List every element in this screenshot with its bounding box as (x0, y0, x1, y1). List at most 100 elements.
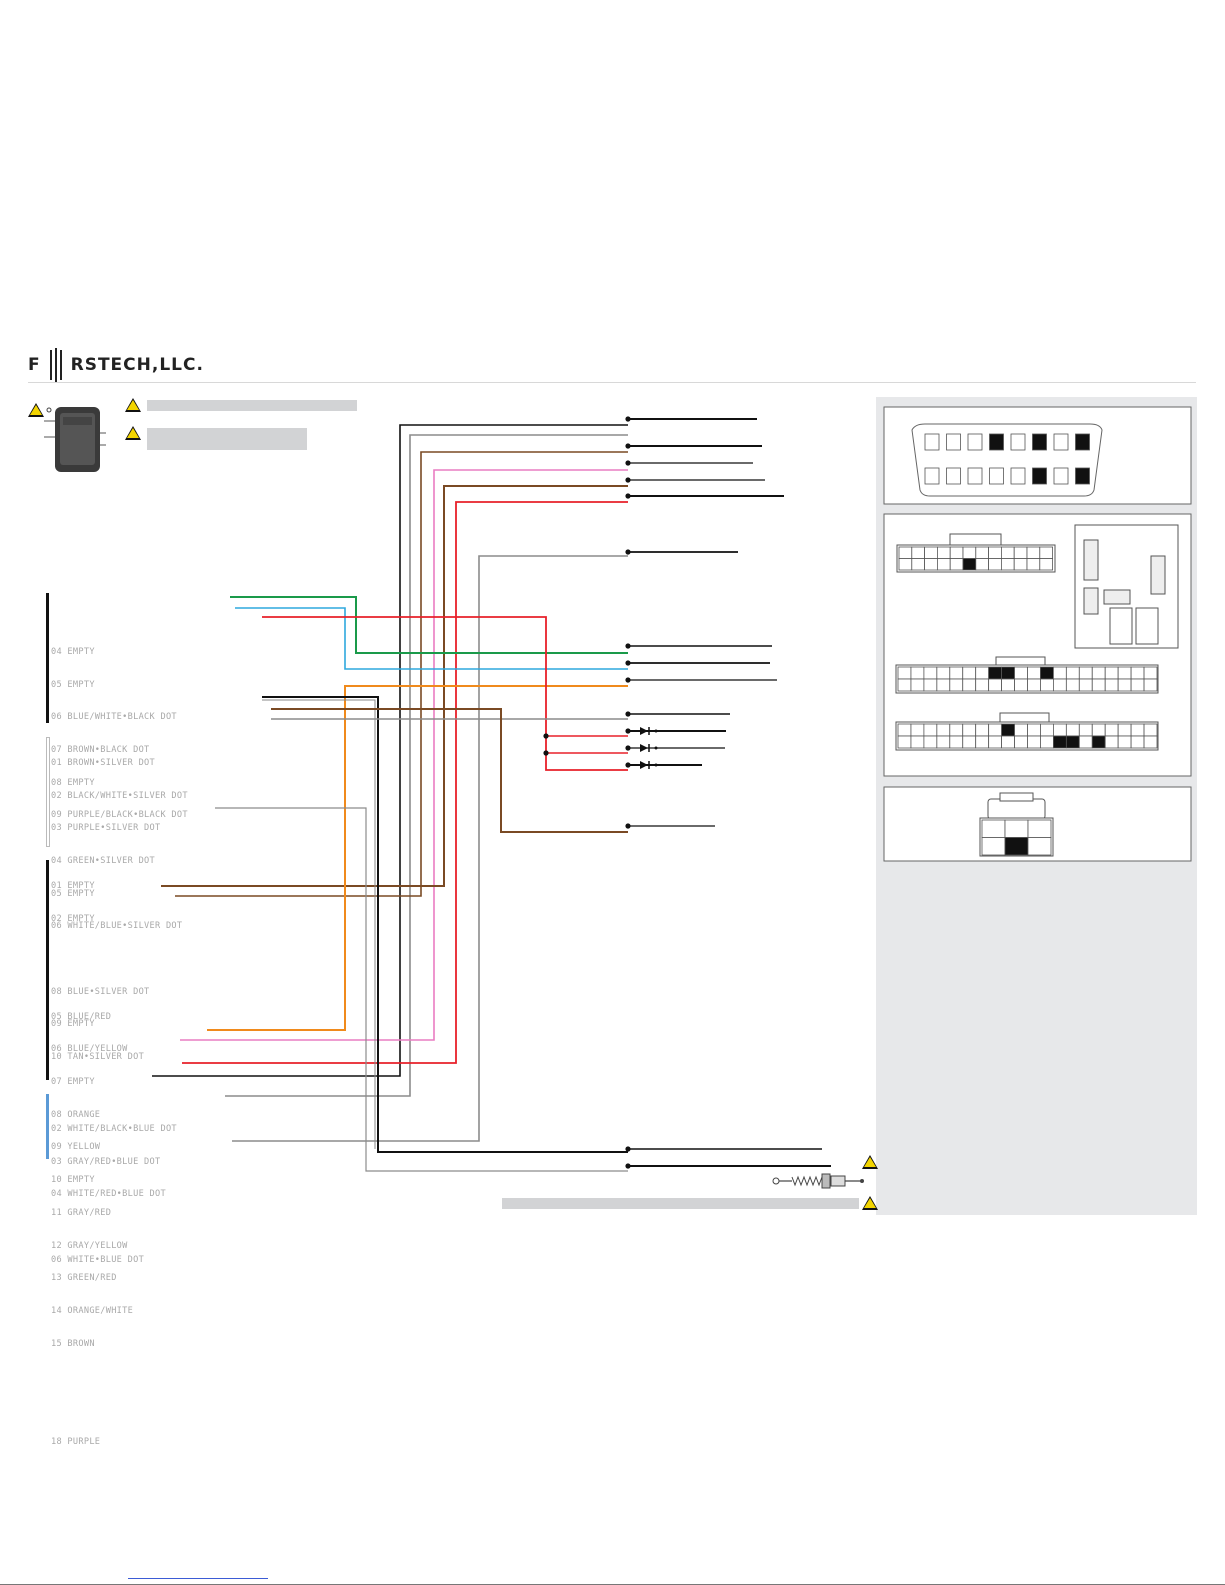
connector-pin (962, 723, 977, 737)
pin-label: 12 GRAY/YELLOW (51, 1240, 128, 1251)
pin-label: 01 BROWN•SILVER DOT (51, 757, 156, 768)
connector-pin (1053, 666, 1067, 680)
connector-pin (1053, 467, 1069, 485)
connector-pin (1091, 735, 1106, 749)
connector-pin (1032, 467, 1047, 485)
connector-pin (946, 467, 961, 485)
wire-black-2 (262, 696, 628, 1153)
connector-pin (1065, 666, 1080, 680)
connector-pin (975, 666, 990, 680)
connector-pin (1065, 735, 1080, 749)
connector-pin (1027, 837, 1052, 856)
connector-pin (1013, 558, 1028, 571)
wire-green-1 (230, 596, 628, 654)
header-rule (28, 382, 1196, 383)
connector-pin (1117, 666, 1132, 680)
connector-pin (988, 546, 1002, 559)
connector-pin (1001, 678, 1015, 692)
connector-pin (1014, 723, 1028, 737)
pin-label: 06 WHITE/BLUE•SILVER DOT (51, 921, 183, 932)
connector-pin (949, 735, 964, 749)
connector-pin (981, 837, 1006, 856)
pin-label: 08 BLUE•SILVER DOT (51, 986, 150, 997)
connector-pin (1130, 678, 1145, 692)
connector-pin (1027, 666, 1041, 680)
small-connector (883, 786, 1192, 862)
wire-gray-1 (225, 434, 628, 1097)
diode-icon (628, 727, 726, 735)
connector-pin (989, 433, 1004, 451)
connector-pin (1130, 735, 1145, 749)
brand-logo-left: F (28, 355, 41, 375)
warning-note-1-placeholder (147, 400, 357, 411)
connector-pin (962, 546, 977, 559)
connector-pin (897, 678, 912, 692)
connector-pin (962, 666, 977, 680)
connector-pin (1065, 678, 1080, 692)
connector-pin (1104, 723, 1119, 737)
connector-pin (898, 558, 913, 571)
connector-pin (1001, 735, 1015, 749)
connector-pin (975, 558, 989, 571)
warning-triangle-icon (28, 403, 44, 417)
connector-pin (1026, 558, 1041, 571)
connector-pin (989, 467, 1004, 485)
connector-pin (924, 433, 940, 451)
connector-pin (988, 666, 1003, 680)
connector-pin (1010, 467, 1026, 485)
connector-pin (1040, 678, 1054, 692)
connector-pin (923, 735, 938, 749)
connector-pin (911, 558, 925, 571)
fuse-box-connectors (883, 513, 1192, 777)
harness-3-bar (46, 860, 49, 1080)
connector-pin (897, 666, 912, 680)
connector-pin (1104, 735, 1119, 749)
connector-pin (975, 678, 990, 692)
connector-pin (898, 546, 913, 559)
brand-logo: F RSTECH,LLC. (28, 345, 204, 385)
pin-label: 10 TAN•SILVER DOT (51, 1052, 145, 1063)
wire-orange-1 (207, 685, 628, 1031)
connector-pin (967, 433, 983, 451)
wire-brown-1 (175, 451, 628, 897)
connector-pin (1117, 735, 1132, 749)
connector-pin (967, 467, 983, 485)
connector-pin (1091, 666, 1106, 680)
connector-pin (937, 546, 951, 559)
pin-label: 13 GREEN/RED (51, 1273, 117, 1284)
connector-pin (936, 723, 951, 737)
harness-2-bar (46, 737, 50, 847)
pin-label: 02 WHITE/BLACK•BLUE DOT (51, 1123, 177, 1134)
pin-label: 05 EMPTY (51, 679, 95, 690)
pin-label: 05 BLUE/RED (51, 1011, 112, 1022)
connector-pin (1001, 723, 1015, 737)
connector-pin (949, 723, 964, 737)
harness-4-pinlist: 02 WHITE/BLACK•BLUE DOT 03 GRAY/RED•BLUE… (51, 1102, 177, 1276)
connector-pin (1027, 819, 1052, 838)
connector-pin (1091, 678, 1106, 692)
obd-connector (883, 406, 1192, 505)
warning-triangle-icon (125, 426, 141, 440)
connector-pin (1117, 723, 1132, 737)
antenna-cable-icon (772, 1173, 864, 1189)
pin-label: 02 EMPTY (51, 913, 95, 924)
pin-label: 01 EMPTY (51, 880, 95, 891)
pin-label: 09 YELLOW (51, 1142, 101, 1153)
connector-pin (949, 666, 964, 680)
connector-pin (1040, 723, 1054, 737)
connector-pin (949, 678, 964, 692)
connector-pin (1143, 666, 1158, 680)
harness-2-pinlist: 01 BROWN•SILVER DOT 02 BLACK/WHITE•SILVE… (51, 736, 188, 1074)
connector-pin (1130, 666, 1145, 680)
connector-pin (975, 735, 990, 749)
connector-pin (1078, 666, 1093, 680)
footer-link-underline[interactable] (128, 1578, 268, 1579)
connector-pin (1004, 819, 1029, 838)
connector-pin (1014, 735, 1028, 749)
warning-note-3-placeholder (502, 1198, 859, 1209)
pin-label: 04 WHITE/RED•BLUE DOT (51, 1189, 166, 1200)
connector-pin (1013, 546, 1028, 559)
diode-icon (628, 744, 725, 752)
connector-pin (897, 735, 912, 749)
harness-1-bar (46, 593, 49, 723)
